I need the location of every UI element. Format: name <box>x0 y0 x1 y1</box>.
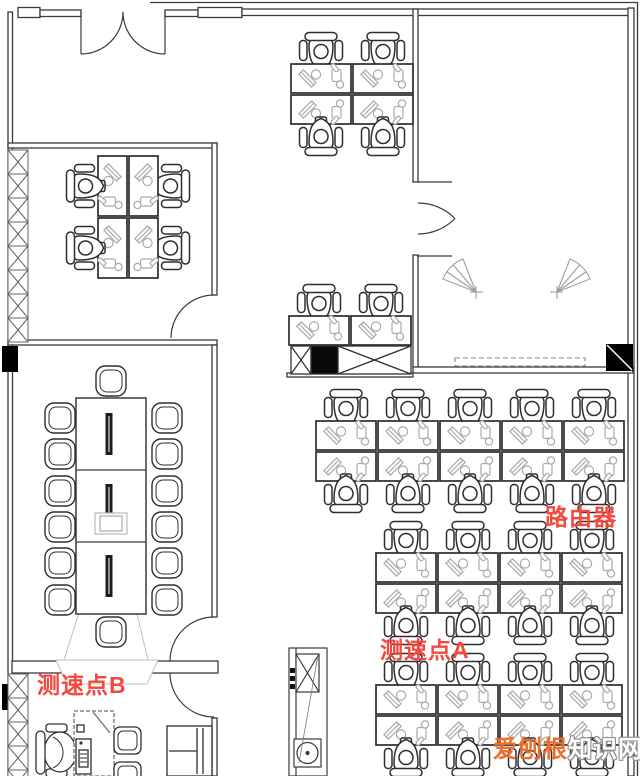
manager-office-door <box>169 672 215 718</box>
executive-chair-icon <box>35 723 77 776</box>
projection-screen <box>55 659 159 685</box>
open-office-row-1 <box>316 390 624 513</box>
router-label: 路由器 <box>545 504 617 530</box>
conference-room <box>44 365 183 685</box>
office-desk <box>73 710 115 776</box>
watermark: 爱刨根知识网 <box>493 736 640 765</box>
doors <box>80 11 456 718</box>
entrance-double-door <box>80 11 166 55</box>
right-reception-room <box>442 258 591 367</box>
guest-stools <box>113 726 142 776</box>
storage-cabinets <box>290 345 412 375</box>
walls <box>7 1 639 776</box>
table-cable-slots <box>105 413 113 597</box>
sofa-icon <box>166 725 213 776</box>
top-workstation-cluster <box>291 33 413 156</box>
middle-workstation-pair <box>289 285 412 375</box>
left-room-workstation-cluster <box>67 156 190 278</box>
plant-icon <box>442 258 484 300</box>
left-room-door <box>170 294 215 339</box>
speed-test-point-b-label: 测速点B <box>37 672 127 698</box>
utility-shaft <box>288 647 328 776</box>
plant-icon <box>549 258 591 300</box>
watermark-suffix: 知识网 <box>568 736 640 763</box>
speed-test-point-a-label: 测速点A <box>380 637 470 663</box>
open-office-row-2 <box>376 522 622 645</box>
right-room-double-door <box>417 181 456 257</box>
conference-room-door <box>169 616 215 662</box>
low-cabinet-dashed <box>454 357 586 367</box>
watermark-prefix: 爱刨根 <box>493 736 568 763</box>
manager-office <box>35 710 213 776</box>
